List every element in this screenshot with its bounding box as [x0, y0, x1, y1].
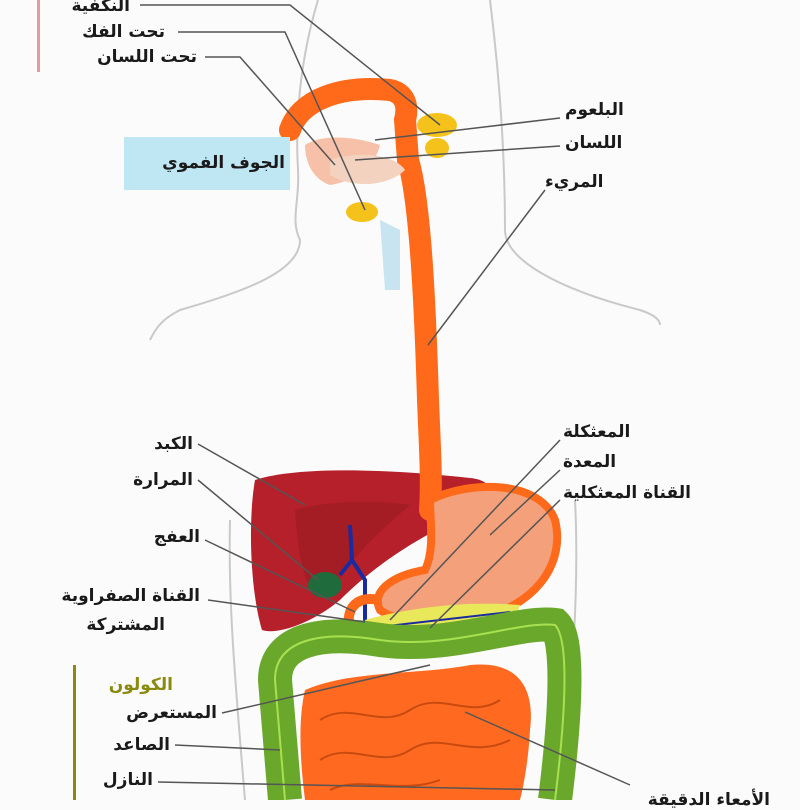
- label-pancreas: المعثكلة: [563, 422, 631, 442]
- label-submandibular: تحت الفك: [82, 22, 165, 42]
- label-sublingual: تحت اللسان: [97, 47, 197, 67]
- label-tongue: اللسان: [565, 133, 623, 153]
- bile-duct: [338, 524, 367, 630]
- tongue: [330, 154, 405, 185]
- label-gallbladder: المرارة: [133, 470, 193, 490]
- colon-stripe: [273, 623, 566, 800]
- esophagus: [279, 78, 442, 521]
- label-liver: الكبد: [154, 434, 193, 454]
- label-duodenum: العفج: [153, 527, 200, 547]
- label-transverse-colon: المستعرض: [126, 703, 217, 723]
- leader-lines: [140, 4, 631, 791]
- label-bile-duct-line2: المشتركة: [86, 615, 165, 635]
- submandibular-gland: [346, 202, 378, 222]
- parotid-gland: [417, 113, 457, 137]
- label-pancreatic-duct: القناة المعثكلية: [563, 483, 691, 503]
- label-colon: الكولون: [108, 675, 173, 695]
- label-stomach: المعدة: [563, 452, 617, 472]
- glands-bracket: [37, 0, 40, 72]
- label-pharynx: البلعوم: [565, 100, 624, 120]
- oral-cavity-highlight: [124, 137, 290, 190]
- label-oral-cavity: الجوف الفموي: [162, 153, 285, 173]
- colon-bracket: [73, 665, 76, 800]
- parotid-gland-lower: [425, 138, 449, 158]
- label-bile-duct-line1: القناة الصفراوية: [61, 586, 200, 606]
- label-parotid: النكفية: [71, 0, 130, 16]
- trachea: [380, 220, 400, 290]
- label-ascending-colon: الصاعد: [113, 735, 170, 755]
- small-intestine: [300, 664, 531, 800]
- label-esophagus: المريء: [545, 172, 604, 192]
- label-descending-colon: النازل: [102, 770, 153, 790]
- label-small-intestine: الأمعاء الدقيقة: [647, 790, 770, 810]
